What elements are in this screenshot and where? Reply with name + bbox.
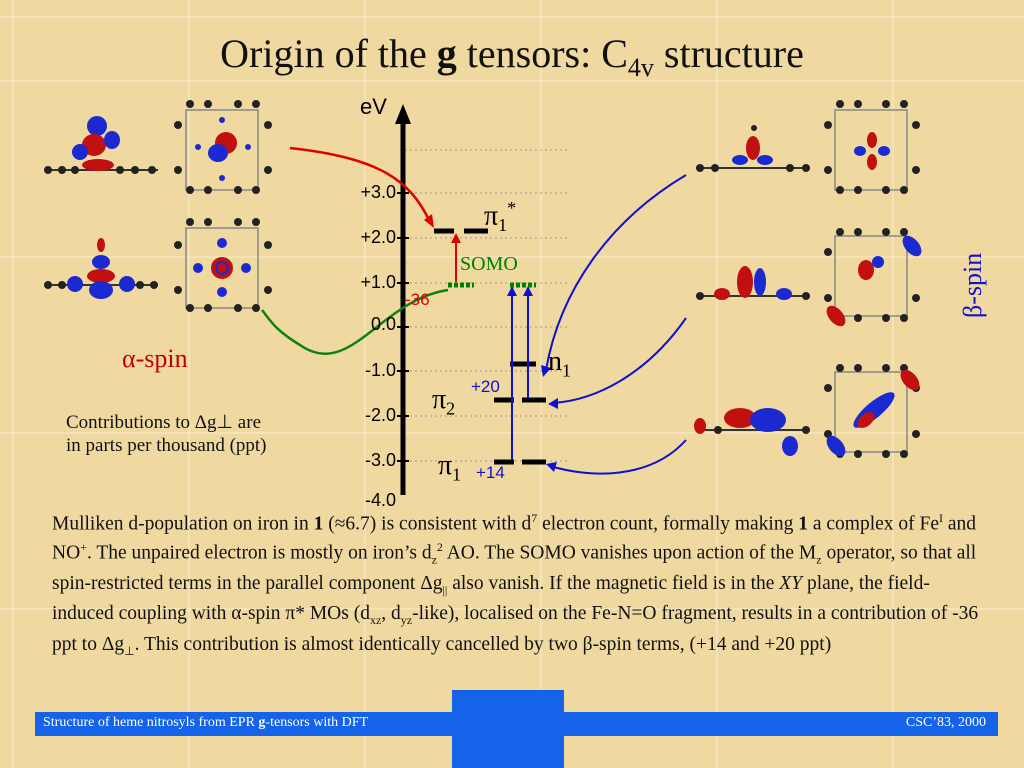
alpha-orbital-top-1: [174, 100, 272, 194]
beta-orbital-side-2: [696, 266, 810, 300]
tick-label: -1.0: [364, 360, 396, 380]
footer-bar: Structure of heme nitrosyls from EPR g-t…: [35, 712, 998, 736]
units-note: Contributions to Δg⊥ are in parts per th…: [66, 412, 267, 456]
footer-right-text: CSC’83, 2000: [905, 715, 986, 730]
beta-orbital-side-3: [694, 408, 810, 456]
tick-label: +2.0: [360, 227, 396, 247]
beta-orbital-side-1: [696, 125, 810, 172]
somo-pointer: [261, 288, 449, 355]
tick-label: 0.0: [370, 314, 396, 334]
label-somo: SOMO: [460, 253, 518, 275]
alpha-pi-star-pointer: [289, 146, 432, 223]
alpha-spin-label: α-spin: [122, 344, 188, 373]
slide-title: Origin of the g tensors: C4v structure: [220, 31, 804, 82]
beta-pointer-pi1: [549, 439, 687, 475]
alpha-orbital-side-1: [44, 116, 158, 174]
beta-orbital-top-3: [824, 364, 920, 458]
contribution-pi1: +14: [476, 463, 505, 482]
tick-label: -4.0: [364, 490, 396, 510]
tick-label: +3.0: [360, 182, 396, 202]
label-pi2: π2: [432, 384, 456, 419]
label-pi1: π1: [438, 450, 462, 485]
contribution-pi2: +20: [471, 377, 500, 396]
alpha-orbital-side-2: [44, 238, 158, 299]
beta-orbital-top-2: [824, 228, 922, 327]
beta-pointer-pi2: [552, 317, 687, 404]
axis-unit-label: eV: [360, 94, 387, 119]
footer-left-text: Structure of heme nitrosyls from EPR g-t…: [43, 715, 369, 730]
tick-label: -2.0: [364, 405, 396, 425]
label-pi1-star: π1*: [484, 198, 517, 235]
beta-pointer-n1: [545, 174, 687, 371]
axis-arrowhead: [395, 104, 411, 124]
tick-label: +1.0: [360, 272, 396, 292]
alpha-orbital-top-2: [174, 218, 272, 312]
label-n1: n1: [548, 346, 571, 381]
beta-orbital-top-1: [824, 100, 920, 194]
beta-spin-label: β-spin: [958, 252, 987, 318]
contribution-alpha: -36: [405, 290, 430, 309]
explanation-paragraph: Mulliken d-population on iron in 1 (≈6.7…: [52, 511, 979, 658]
tick-label: -3.0: [364, 450, 396, 470]
